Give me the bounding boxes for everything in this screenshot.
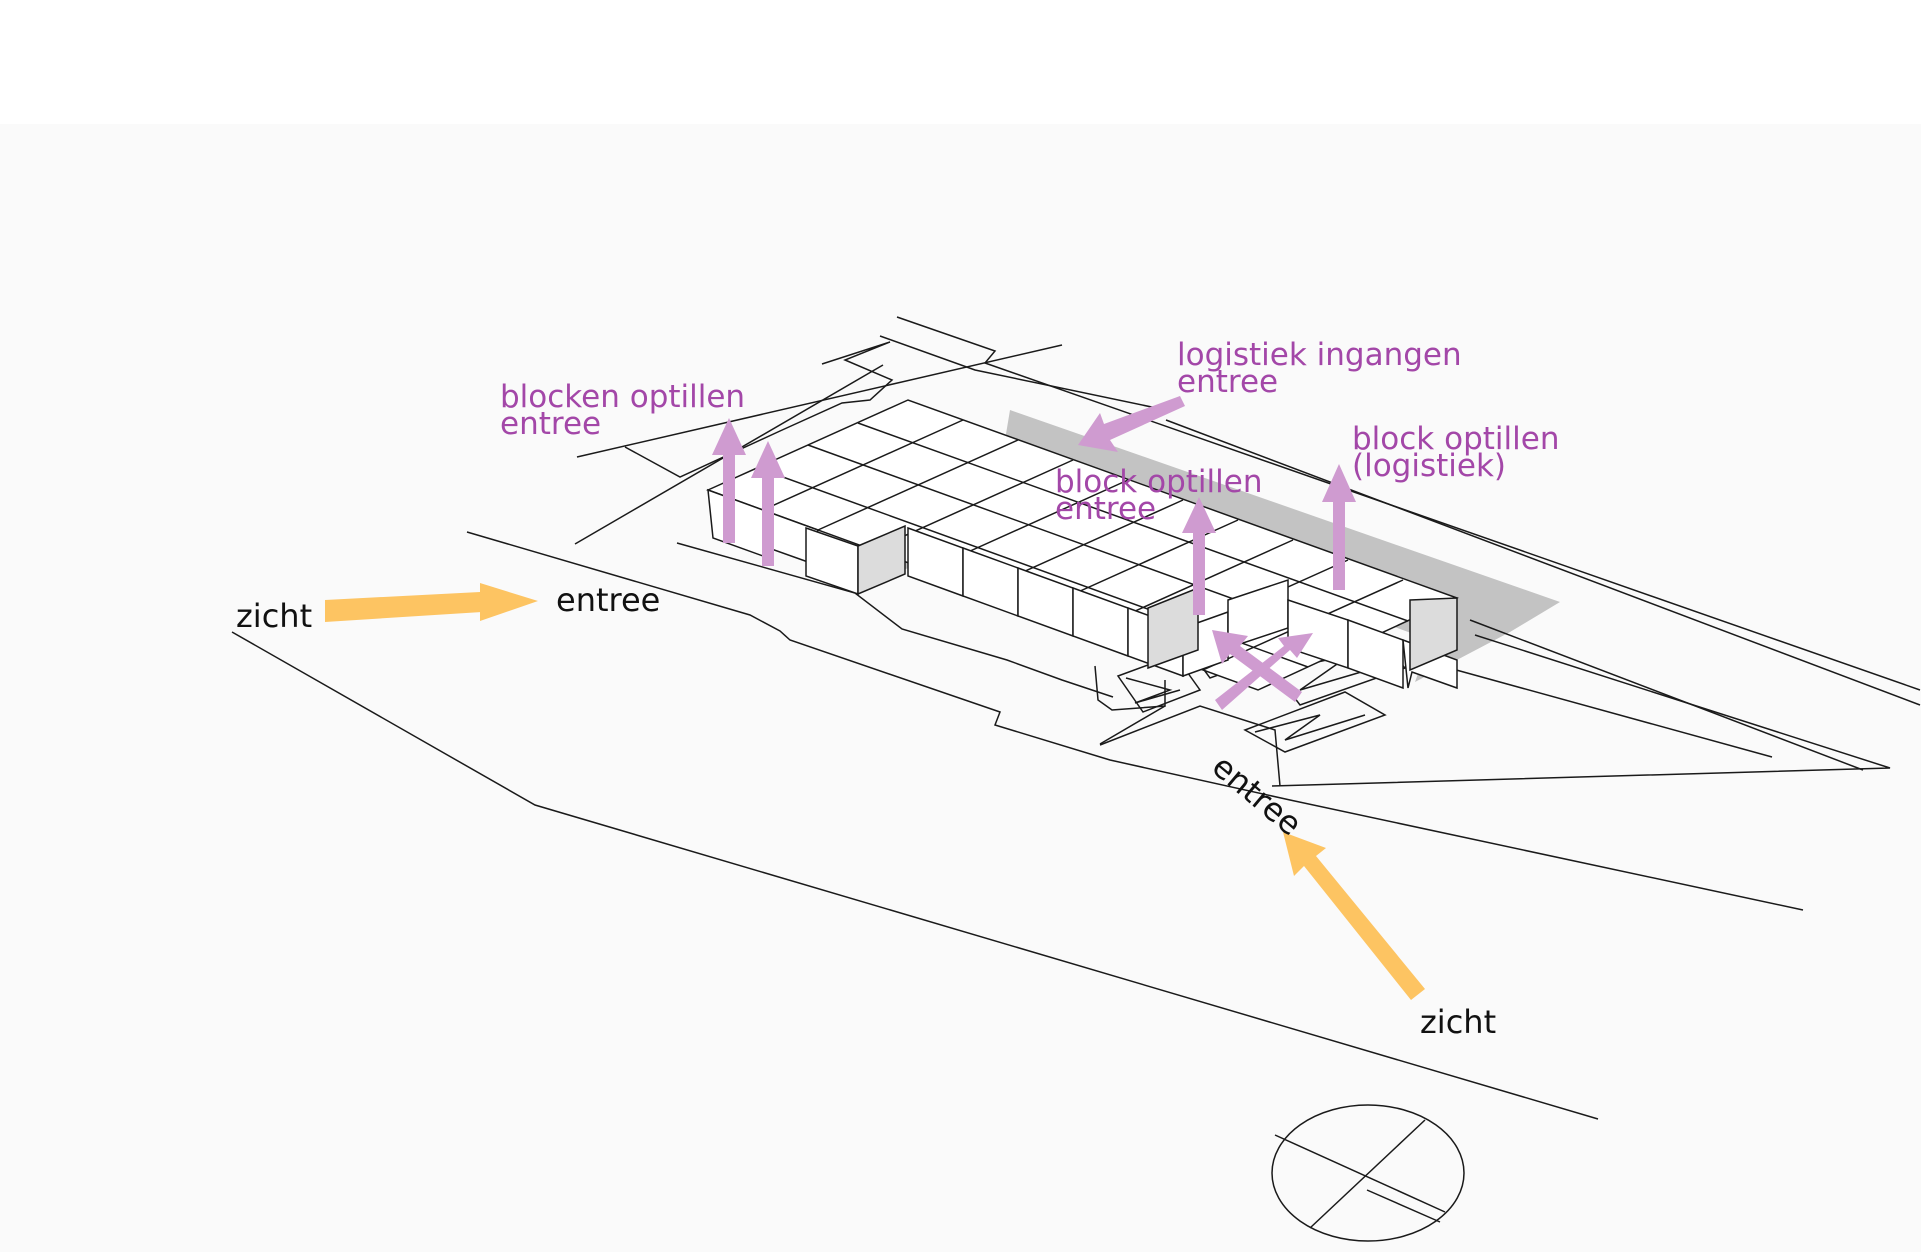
label-zicht-left: zicht [236, 597, 312, 635]
label-logistiek-ingangen-entree: entree [1177, 364, 1278, 400]
block-side-3 [857, 524, 906, 596]
purple-arrows [712, 396, 1356, 710]
label-entree-bottom: entree [1205, 747, 1309, 843]
label-blocken-optillen-entree: entree [500, 406, 601, 442]
label-block-optillen-entree-2: entree [1055, 491, 1156, 527]
view-arrow-left-body [325, 596, 482, 622]
block-side-end-2 [1147, 586, 1199, 670]
lift-arrow-3 [1182, 497, 1216, 615]
lift-arrow-4 [1322, 464, 1356, 590]
building-blocks [706, 399, 1459, 691]
logistiek-arrow [1078, 396, 1185, 452]
label-block-optillen-logistiek-2: (logistiek) [1352, 448, 1506, 484]
label-block-optillen-entree: block optillen [1055, 464, 1262, 500]
label-zicht-bottom: zicht [1420, 1003, 1496, 1041]
compass-symbol [1271, 1104, 1465, 1242]
lift-arrow-1 [712, 418, 746, 543]
label-block-optillen-logistiek: block optillen [1352, 421, 1559, 457]
block-front-12 [1347, 618, 1404, 690]
lift-arrow-2 [751, 441, 785, 566]
view-arrow-bottom [1283, 832, 1425, 1000]
label-entree-left: entree [556, 581, 660, 619]
cross-arrow-2 [1215, 633, 1313, 710]
drawing-canvas [0, 124, 1921, 1252]
cross-arrow-1 [1212, 630, 1302, 702]
label-blocken-optillen: blocken optillen [500, 379, 745, 415]
label-logistiek-ingangen: logistiek ingangen [1177, 337, 1462, 373]
site-lines [231, 316, 1921, 1120]
orange-arrows [325, 583, 1425, 1000]
block-side-end [1409, 597, 1458, 672]
